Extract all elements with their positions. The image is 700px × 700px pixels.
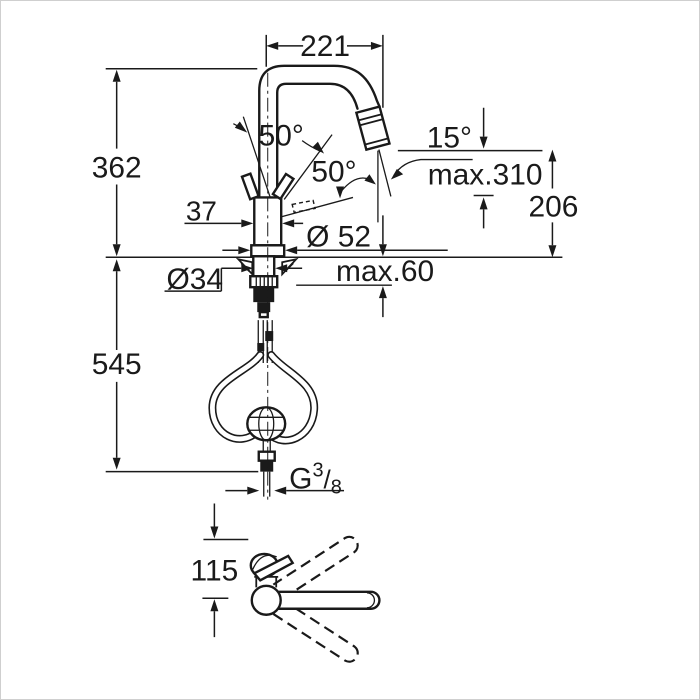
dim-max-310: max.310 [428, 107, 543, 229]
top-view [249, 535, 381, 663]
spout-inner [276, 82, 359, 199]
dim-height-206: 206 [528, 149, 578, 258]
dim-hose-545: 545 [92, 259, 259, 473]
handle-lever-top-view [252, 554, 295, 582]
dim-max60-label: max.60 [336, 255, 434, 288]
dim-g38-label: G3/8 [289, 460, 342, 499]
hose-connector [257, 450, 276, 462]
dim-221-label: 221 [300, 30, 350, 63]
dim-206-label: 206 [528, 190, 578, 223]
hose-weight [246, 406, 287, 442]
dim-max-60: max.60 [296, 215, 434, 318]
dim-37-label: 37 [186, 195, 217, 226]
spout-swivel-upper [272, 535, 359, 600]
lever-dashed-position [291, 199, 316, 214]
dim-max310-label: max.310 [428, 158, 543, 191]
dim-362-label: 362 [92, 151, 142, 184]
dim-dia-34: Ø34 [164, 263, 303, 296]
angle-50-left-label: 50° [259, 120, 304, 153]
dim-offset-115: 115 [191, 503, 249, 638]
spray-reference-lines [377, 149, 392, 223]
dim-width-37: 37 [184, 195, 304, 228]
body-top-view [250, 584, 282, 616]
hose-assembly [208, 320, 319, 497]
spout-outer [258, 64, 381, 199]
dim-height-362: 362 [92, 68, 258, 257]
dim-angle-15: 15° [390, 122, 543, 180]
dim-thread-g38: G3/8 [225, 460, 345, 499]
spout-swivel-lower [272, 598, 359, 663]
side-view [235, 64, 391, 319]
dim-115-label: 115 [191, 554, 239, 587]
dim-15-label: 15° [427, 122, 472, 155]
dim-width-221: 221 [265, 30, 384, 108]
mounting-hardware [235, 255, 299, 319]
hose-loop [208, 350, 319, 445]
dim-34-label: Ø34 [167, 263, 224, 296]
lever-right-position [271, 172, 296, 201]
spray-head [354, 105, 391, 152]
dim-dia-52: Ø 52 [222, 220, 448, 255]
angle-50-right-label: 50° [311, 155, 356, 188]
angle-50-left: 50° [233, 116, 333, 200]
dim-52-label: Ø 52 [306, 220, 371, 253]
lever-left-position [240, 172, 261, 201]
angle-50-right: 50° [279, 155, 376, 219]
dim-545-label: 545 [92, 348, 142, 381]
spout-top-view [269, 590, 381, 610]
